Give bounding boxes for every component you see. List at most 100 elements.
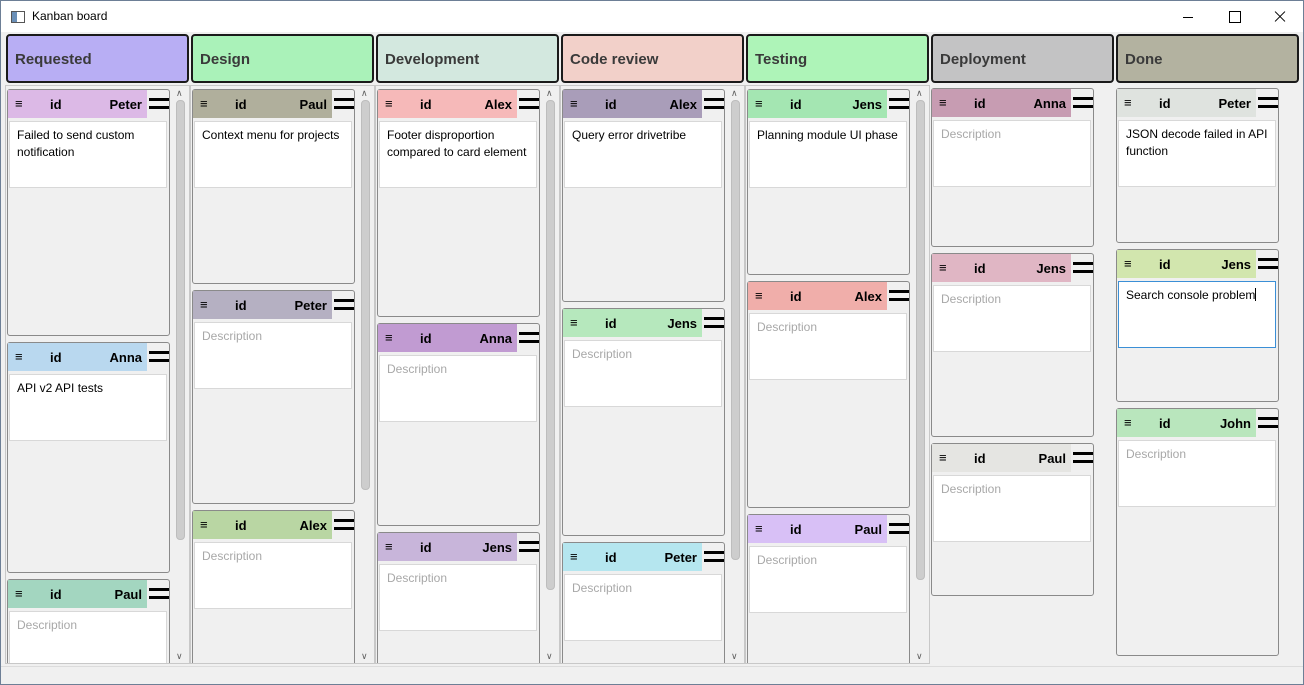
scrollbar-thumb[interactable]	[361, 100, 370, 490]
hamburger-menu-icon[interactable]	[1073, 452, 1093, 463]
scroll-up-icon[interactable]: ∧	[916, 88, 923, 98]
hamburger-menu-icon[interactable]	[334, 98, 354, 109]
card-description-field[interactable]: Search console problem	[1118, 281, 1276, 348]
hamburger-menu-icon[interactable]	[149, 98, 169, 109]
card-description-field[interactable]: API v2 API tests	[9, 374, 167, 441]
drag-handle-icon[interactable]: ≡	[1124, 95, 1132, 110]
drag-handle-icon[interactable]: ≡	[939, 95, 947, 110]
card-description-field[interactable]: Description	[933, 475, 1091, 542]
close-icon[interactable]	[1257, 1, 1303, 32]
scrollbar-thumb[interactable]	[176, 100, 185, 540]
hamburger-menu-icon[interactable]	[334, 299, 354, 310]
minimize-icon[interactable]	[1165, 1, 1211, 32]
hamburger-menu-icon[interactable]	[519, 541, 539, 552]
hamburger-menu-icon[interactable]	[1073, 262, 1093, 273]
card-description-field[interactable]: Description	[194, 322, 352, 389]
drag-handle-icon[interactable]: ≡	[755, 288, 763, 303]
hamburger-menu-icon[interactable]	[889, 98, 909, 109]
hamburger-menu-icon[interactable]	[704, 98, 724, 109]
drag-handle-icon[interactable]: ≡	[15, 349, 23, 364]
drag-handle-icon[interactable]: ≡	[755, 521, 763, 536]
hamburger-menu-icon[interactable]	[889, 290, 909, 301]
card-description-field[interactable]: JSON decode failed in API function	[1118, 120, 1276, 187]
hamburger-menu-icon[interactable]	[519, 332, 539, 343]
card-description-field[interactable]: Description	[9, 611, 167, 663]
drag-handle-icon[interactable]: ≡	[939, 450, 947, 465]
card-description-field[interactable]: Description	[1118, 440, 1276, 507]
scroll-up-icon[interactable]: ∧	[546, 88, 553, 98]
hamburger-menu-icon[interactable]	[889, 523, 909, 534]
title-bar[interactable]: Kanban board	[1, 1, 1303, 32]
scrollbar-thumb[interactable]	[916, 100, 925, 580]
drag-handle-icon[interactable]: ≡	[570, 315, 578, 330]
scroll-down-icon[interactable]: ∨	[546, 651, 553, 661]
hamburger-menu-icon[interactable]	[149, 588, 169, 599]
scrollbar-thumb[interactable]	[546, 100, 555, 590]
hamburger-menu-icon[interactable]	[1073, 97, 1093, 108]
drag-handle-icon[interactable]: ≡	[200, 96, 208, 111]
card-description-field[interactable]: Planning module UI phase	[749, 121, 907, 188]
drag-handle-icon[interactable]: ≡	[1124, 256, 1132, 271]
drag-handle-icon[interactable]: ≡	[15, 586, 23, 601]
card-description-field[interactable]: Failed to send custom notification	[9, 121, 167, 188]
scroll-up-icon[interactable]: ∧	[731, 88, 738, 98]
hamburger-menu-icon[interactable]	[704, 317, 724, 328]
drag-handle-icon[interactable]: ≡	[385, 539, 393, 554]
drag-handle-icon[interactable]: ≡	[939, 260, 947, 275]
hamburger-menu-icon[interactable]	[519, 98, 539, 109]
card-description-field[interactable]: Description	[564, 574, 722, 641]
scroll-down-icon[interactable]: ∨	[361, 651, 368, 661]
hamburger-menu-icon[interactable]	[1258, 97, 1278, 108]
drag-handle-icon[interactable]: ≡	[570, 96, 578, 111]
card-description-field[interactable]: Description	[379, 355, 537, 422]
card-description-field[interactable]: Context menu for projects	[194, 121, 352, 188]
hamburger-menu-icon[interactable]	[334, 519, 354, 530]
card-description-field[interactable]: Description	[749, 313, 907, 380]
drag-handle-icon[interactable]: ≡	[1124, 415, 1132, 430]
drag-handle-icon[interactable]: ≡	[570, 549, 578, 564]
scroll-down-icon[interactable]: ∨	[916, 651, 923, 661]
drag-handle-icon[interactable]: ≡	[15, 96, 23, 111]
drag-handle-icon[interactable]: ≡	[385, 96, 393, 111]
card-description-field[interactable]: Description	[194, 542, 352, 609]
scroll-up-icon[interactable]: ∧	[176, 88, 183, 98]
drag-handle-icon[interactable]: ≡	[200, 517, 208, 532]
hamburger-menu-icon[interactable]	[704, 551, 724, 562]
